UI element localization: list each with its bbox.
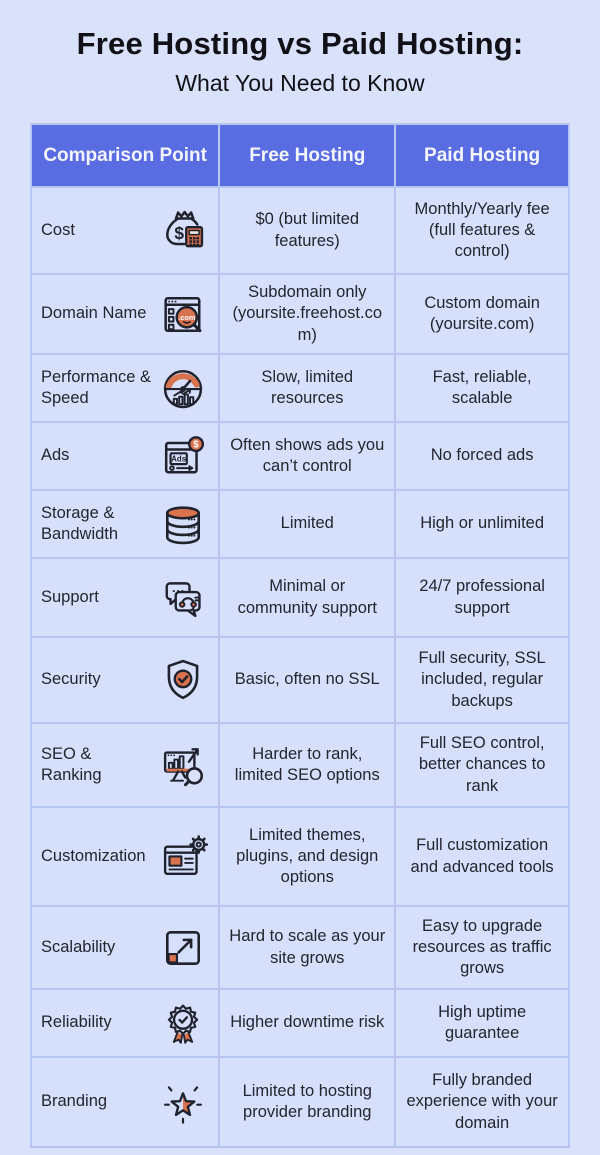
- comparison-table-body: Cost $ $0 (but limited features) Monthly…: [29, 186, 570, 1148]
- paid-hosting-cell: No forced ads: [394, 421, 570, 491]
- header-free-hosting: Free Hosting: [218, 123, 397, 188]
- comparison-point-label: Reliability: [41, 1013, 112, 1032]
- comparison-point-cell: Storage & Bandwidth: [29, 489, 221, 559]
- seo-analytics-icon: [157, 739, 209, 791]
- point-wrap: Customization: [41, 831, 209, 883]
- point-wrap: Security: [41, 654, 209, 706]
- header-paid-hosting: Paid Hosting: [394, 123, 570, 188]
- point-wrap: SEO & Ranking: [41, 739, 209, 791]
- comparison-point-cell: Cost $: [29, 186, 221, 275]
- table-row: SEO & Ranking Harder to rank, limited SE…: [29, 722, 570, 808]
- header-row: Comparison Point Free Hosting Paid Hosti…: [29, 123, 570, 188]
- point-wrap: Scalability: [41, 922, 209, 974]
- table-row: Customization Limited themes, plugins, a…: [29, 806, 570, 907]
- support-chat-icon: [157, 572, 209, 624]
- table-row: Branding Limited to hosting provider bra…: [29, 1056, 570, 1148]
- paid-hosting-cell: Full security, SSL included, regular bac…: [394, 636, 570, 724]
- point-wrap: Cost $: [41, 205, 209, 257]
- award-badge-icon: [157, 997, 209, 1049]
- paid-hosting-cell: Fast, reliable, scalable: [394, 353, 570, 423]
- comparison-point-label: Support: [41, 587, 99, 606]
- paid-hosting-cell: Monthly/Yearly fee (full features & cont…: [394, 186, 570, 275]
- comparison-point-cell: Performance & Speed: [29, 353, 221, 423]
- paid-hosting-cell: 24/7 professional support: [394, 557, 570, 638]
- paid-hosting-cell: Full SEO control, better chances to rank: [394, 722, 570, 808]
- free-hosting-cell: Slow, limited resources: [218, 353, 397, 423]
- shield-check-icon: [157, 654, 209, 706]
- point-wrap: Performance & Speed: [41, 362, 209, 414]
- table-row: Storage & Bandwidth Limited High or unli…: [29, 489, 570, 559]
- comparison-table: Comparison Point Free Hosting Paid Hosti…: [29, 123, 570, 1148]
- free-hosting-cell: Basic, often no SSL: [218, 636, 397, 724]
- table-row: Performance & Speed Slow, limited resour…: [29, 353, 570, 423]
- free-hosting-cell: Higher downtime risk: [218, 988, 397, 1058]
- paid-hosting-cell: Easy to upgrade resources as traffic gro…: [394, 905, 570, 990]
- paid-hosting-cell: Full customization and advanced tools: [394, 806, 570, 907]
- comparison-point-label: Cost: [41, 220, 75, 239]
- free-hosting-cell: Harder to rank, limited SEO options: [218, 722, 397, 808]
- free-hosting-cell: Hard to scale as your site grows: [218, 905, 397, 990]
- comparison-point-label: Storage & Bandwidth: [41, 503, 119, 543]
- svg-text:$: $: [194, 440, 200, 451]
- paid-hosting-cell: Fully branded experience with your domai…: [394, 1056, 570, 1148]
- comparison-point-label: Branding: [41, 1092, 108, 1111]
- comparison-point-label: Domain Name: [41, 304, 147, 323]
- scale-expand-icon: [157, 922, 209, 974]
- comparison-point-cell: Customization: [29, 806, 221, 907]
- speed-gauge-icon: [157, 362, 209, 414]
- page-subtitle: What You Need to Know: [175, 70, 425, 96]
- point-wrap: Reliability: [41, 997, 209, 1049]
- comparison-point-cell: Support: [29, 557, 221, 638]
- free-hosting-cell: Often shows ads you can’t control: [218, 421, 397, 491]
- point-wrap: Storage & Bandwidth: [41, 498, 209, 550]
- svg-text:$: $: [175, 223, 185, 243]
- ads-browser-icon: Ads $: [157, 430, 209, 482]
- paid-hosting-cell: High uptime guarantee: [394, 988, 570, 1058]
- domain-com-search-icon: .com: [157, 288, 209, 340]
- comparison-point-label: Security: [41, 670, 101, 689]
- free-hosting-cell: Limited to hosting provider branding: [218, 1056, 397, 1148]
- paid-hosting-cell: High or unlimited: [394, 489, 570, 559]
- free-hosting-cell: Minimal or community support: [218, 557, 397, 638]
- table-header: Comparison Point Free Hosting Paid Hosti…: [29, 123, 570, 188]
- free-hosting-cell: Limited: [218, 489, 397, 559]
- free-hosting-cell: $0 (but limited features): [218, 186, 397, 275]
- point-wrap: Branding: [41, 1076, 209, 1128]
- star-sparkle-icon: [157, 1076, 209, 1128]
- comparison-point-cell: Branding: [29, 1056, 221, 1148]
- comparison-point-cell: Ads Ads $: [29, 421, 221, 491]
- table-row: Ads Ads $ Often shows ads you can’t cont…: [29, 421, 570, 491]
- table-row: Cost $ $0 (but limited features) Monthly…: [29, 186, 570, 275]
- money-bag-calculator-icon: $: [157, 205, 209, 257]
- svg-text:.com: .com: [178, 313, 196, 322]
- point-wrap: Ads Ads $: [41, 430, 209, 482]
- free-hosting-cell: Subdomain only (yoursite.freehost.com): [218, 273, 397, 355]
- comparison-point-cell: Reliability: [29, 988, 221, 1058]
- point-wrap: Domain Name .com: [41, 288, 209, 340]
- comparison-point-cell: SEO & Ranking: [29, 722, 221, 808]
- page-title: Free Hosting vs Paid Hosting:: [76, 26, 524, 61]
- comparison-point-cell: Domain Name .com: [29, 273, 221, 355]
- point-wrap: Support: [41, 572, 209, 624]
- comparison-point-cell: Security: [29, 636, 221, 724]
- database-icon: [157, 498, 209, 550]
- free-hosting-cell: Limited themes, plugins, and design opti…: [218, 806, 397, 907]
- paid-hosting-cell: Custom domain (yoursite.com): [394, 273, 570, 355]
- table-row: Reliability Higher downtime risk High up…: [29, 988, 570, 1058]
- comparison-point-label: Ads: [41, 446, 70, 465]
- table-row: Scalability Hard to scale as your site g…: [29, 905, 570, 990]
- header-comparison-point: Comparison Point: [29, 123, 221, 188]
- comparison-point-label: Customization: [41, 846, 146, 865]
- comparison-point-label: Performance & Speed: [41, 367, 152, 407]
- table-row: Domain Name .com Subdomain only (yoursit…: [29, 273, 570, 355]
- comparison-point-label: Scalability: [41, 937, 116, 956]
- table-row: Support Minimal or community support 24/…: [29, 557, 570, 638]
- table-row: Security Basic, often no SSL Full securi…: [29, 636, 570, 724]
- comparison-point-label: SEO & Ranking: [41, 744, 102, 784]
- customization-gear-icon: [157, 831, 209, 883]
- svg-text:Ads: Ads: [172, 455, 187, 464]
- comparison-point-cell: Scalability: [29, 905, 221, 990]
